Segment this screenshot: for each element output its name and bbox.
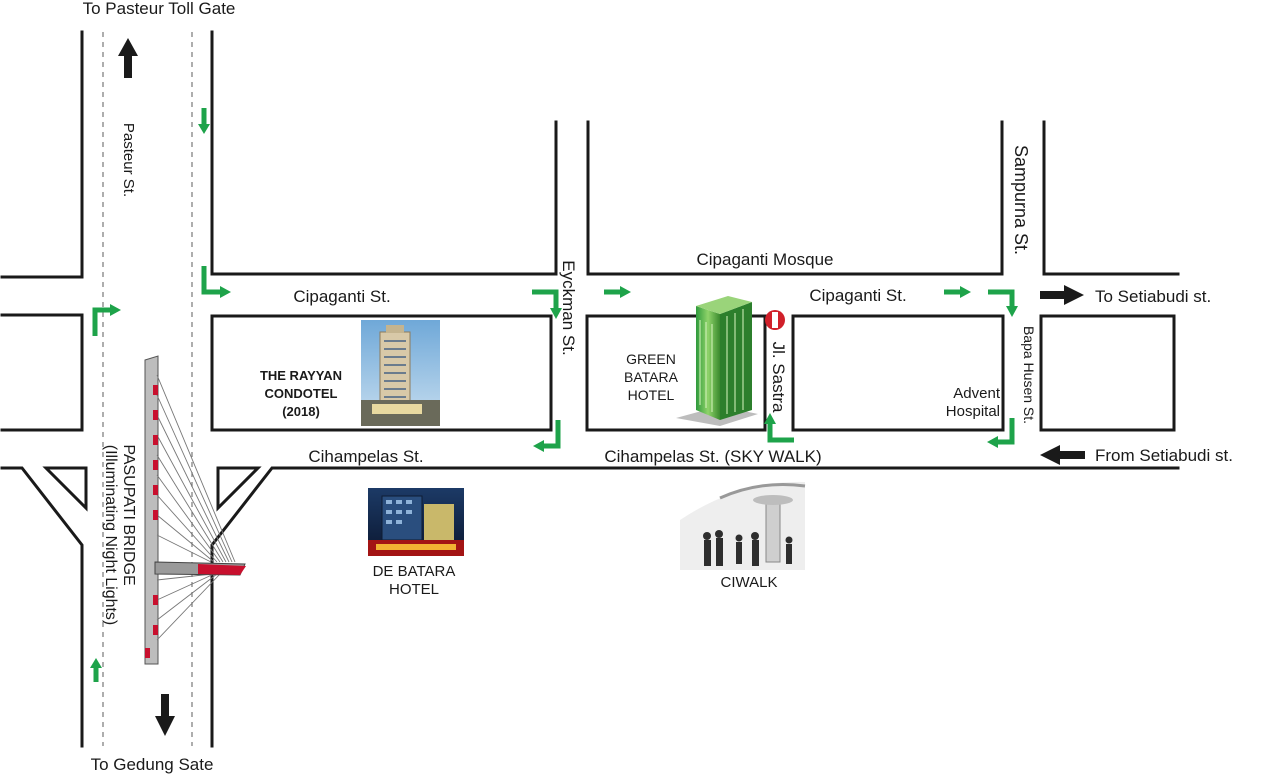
de-batara-hotel-photo — [368, 488, 464, 556]
de-batara-line1: DE BATARA — [373, 563, 456, 580]
advent-hospital-line1: Advent — [953, 385, 1001, 402]
block-east — [1039, 314, 1176, 432]
green-batara-hotel-photo — [676, 296, 758, 426]
direction-arrow-icon — [987, 418, 1015, 448]
direction-arrow-icon — [201, 266, 231, 298]
cipaganti-mosque-label: Cipaganti Mosque — [696, 250, 833, 269]
no-entry-icon — [765, 310, 785, 330]
direction-arrow-icon — [532, 289, 562, 319]
arrow-up-icon — [118, 38, 138, 78]
traffic-island-left — [42, 466, 88, 512]
advent-hospital-line2: Hospital — [946, 403, 1000, 420]
from-setiabudi-label: From Setiabudi st. — [1095, 446, 1233, 465]
rayyan-name-line2: CONDOTEL — [265, 386, 338, 401]
arrow-down-icon — [155, 694, 175, 736]
direction-arrow-icon — [988, 289, 1018, 317]
rayyan-name-line1: THE RAYYAN — [260, 368, 342, 383]
green-batara-line2: BATARA — [624, 369, 679, 385]
cihampelas-sky-walk-label: Cihampelas St. (SKY WALK) — [604, 447, 821, 466]
cipaganti-st-left-label: Cipaganti St. — [293, 287, 390, 306]
direction-arrow-icon — [198, 108, 210, 134]
traffic-island-right — [216, 466, 262, 512]
bapa-husen-st-label: Bapa Husen St. — [1021, 326, 1037, 424]
sampurna-st-label: Sampurna St. — [1011, 145, 1031, 255]
green-batara-line3: HOTEL — [628, 387, 675, 403]
pasupati-bridge — [144, 355, 246, 665]
de-batara-line2: HOTEL — [389, 581, 439, 598]
rayyan-year: (2018) — [282, 404, 320, 419]
direction-arrow-icon — [92, 304, 121, 336]
green-batara-line1: GREEN — [626, 351, 676, 367]
pasupati-bridge-label: PASUPATI BRIDGE — [120, 444, 137, 585]
pasteur-st-label: Pasteur St. — [120, 123, 137, 197]
cihampelas-st-label: Cihampelas St. — [308, 447, 423, 466]
ciwalk-photo — [680, 481, 806, 570]
road-network — [0, 30, 1180, 748]
direction-arrow-icon — [90, 658, 102, 682]
direction-arrow-icon — [944, 286, 971, 298]
green-direction-arrows — [90, 108, 1018, 682]
ciwalk-label: CIWALK — [721, 574, 778, 591]
rayyan-condotel-photo — [361, 320, 440, 426]
cipaganti-st-right-label: Cipaganti St. — [809, 286, 906, 305]
arrow-left-icon — [1040, 445, 1085, 465]
eyckman-st-label: Eyckman St. — [559, 260, 578, 355]
to-gedung-sate-label: To Gedung Sate — [91, 755, 214, 774]
to-setiabudi-label: To Setiabudi st. — [1095, 287, 1211, 306]
main-direction-arrows — [118, 38, 1085, 736]
to-pasteur-toll-gate-label: To Pasteur Toll Gate — [83, 0, 236, 18]
direction-arrow-icon — [764, 413, 794, 443]
direction-arrow-icon — [533, 420, 561, 452]
illuminating-night-lights-label: (Illuminating Night Lights) — [102, 445, 119, 626]
block-advent — [791, 314, 1005, 432]
direction-arrow-icon — [604, 286, 631, 298]
arrow-right-icon — [1040, 285, 1084, 305]
jl-sastra-label: Jl. Sastra — [769, 342, 788, 413]
